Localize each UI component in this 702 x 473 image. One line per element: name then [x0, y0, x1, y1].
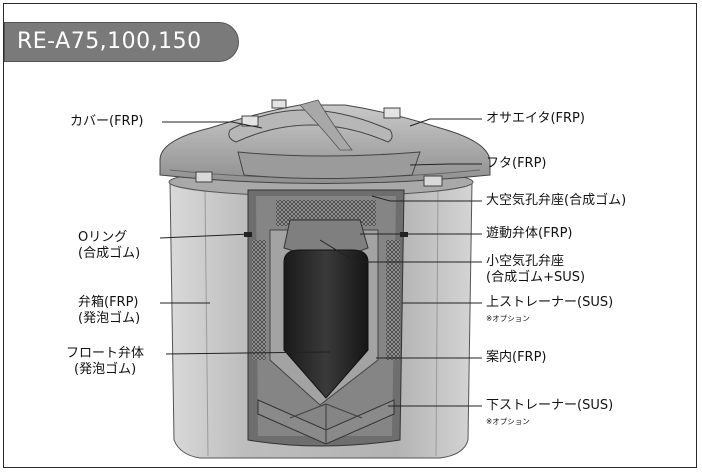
label-small-air-seat-line2: (合成ゴム+SUS): [486, 270, 586, 285]
label-lower-strainer: 下ストレーナー(SUS): [486, 398, 614, 413]
leader-lines: [159, 118, 482, 407]
label-lid: フタ(FRP): [486, 156, 547, 171]
label-large-air-seat: 大空気孔弁座(合成ゴム): [486, 193, 627, 208]
bolts: [195, 99, 443, 187]
label-oring-line1: Oリング: [78, 230, 128, 245]
label-float-line2: (発泡ゴム): [74, 362, 137, 377]
label-presser-plate: オサエイタ(FRP): [486, 111, 585, 126]
lid: [237, 151, 421, 179]
note-upper-option: ※オプション: [486, 314, 530, 323]
label-guide: 案内(FRP): [486, 350, 547, 365]
label-upper-strainer: 上ストレーナー(SUS): [486, 295, 614, 310]
upper-strainer-left: [252, 240, 266, 360]
label-body-line2: (発泡ゴム): [78, 311, 141, 326]
note-lower-option: ※オプション: [486, 417, 530, 426]
label-moving-valve: 遊動弁体(FRP): [486, 226, 573, 241]
label-body-line1: 弁箱(FRP): [78, 295, 139, 310]
label-oring-line2: (合成ゴム): [78, 246, 141, 261]
model-title: RE-A75,100,150: [17, 29, 202, 54]
title-banner: RE-A75,100,150: [4, 22, 239, 62]
upper-strainer-right: [386, 240, 400, 360]
label-float-line1: フロート弁体: [66, 346, 145, 361]
label-cover: カバー(FRP): [70, 114, 144, 129]
label-small-air-seat-line1: 小空気孔弁座: [486, 254, 565, 269]
